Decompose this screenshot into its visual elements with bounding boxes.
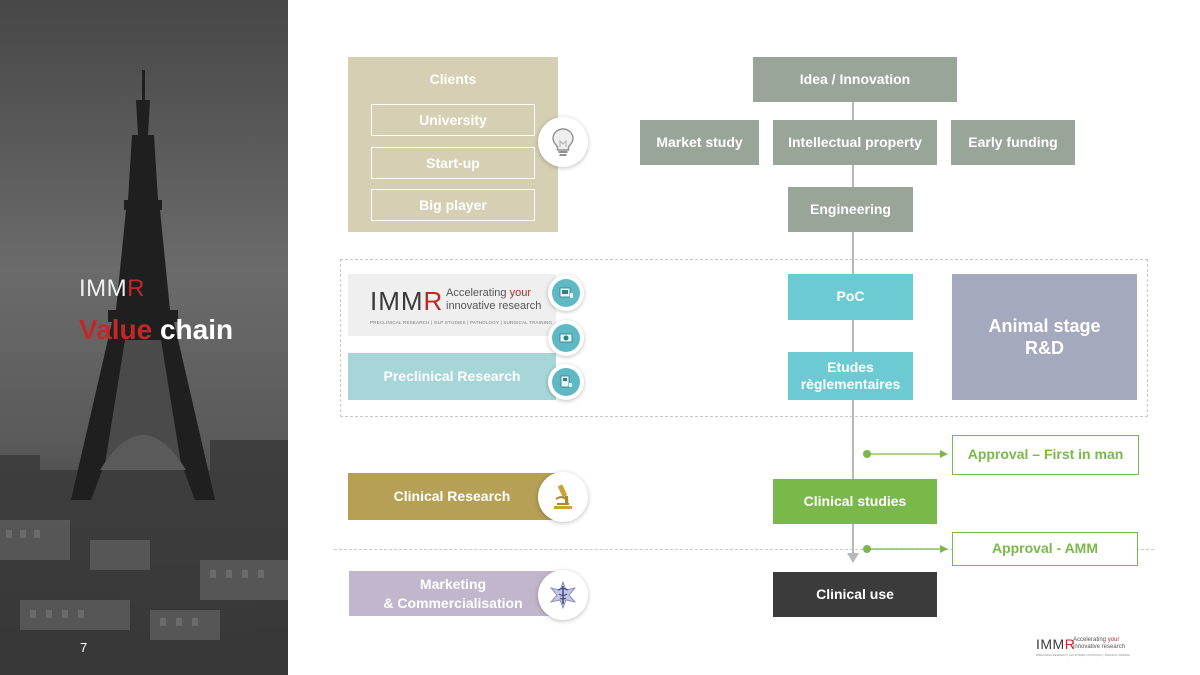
- approval-amm-box: Approval - AMM: [952, 532, 1138, 566]
- brand-title: IMMR: [79, 275, 145, 302]
- marketing-bar: Marketing & Commercialisation: [349, 571, 557, 616]
- approval-first-in-man-box: Approval – First in man: [952, 435, 1139, 475]
- caduceus-icon: [538, 570, 588, 620]
- photo-panel: IMMR Value chain 7: [0, 0, 288, 675]
- approval-first-arrowhead: [940, 450, 948, 458]
- clients-title: Clients: [429, 71, 477, 87]
- client-item-big-player: Big player: [371, 189, 535, 221]
- market-study-box: Market study: [640, 120, 759, 165]
- clinical-use-box: Clinical use: [773, 572, 937, 617]
- etudes-reglementaires-box: Etudes règlementaires: [788, 352, 913, 400]
- etudes-line-2: règlementaires: [800, 376, 901, 392]
- etudes-line-1: Etudes: [827, 358, 874, 375]
- animal-line-2: R&D: [1025, 338, 1064, 358]
- client-item-university: University: [371, 104, 535, 136]
- lab-equipment-icon: [548, 275, 584, 311]
- animal-stage-box: Animal stage R&D: [952, 274, 1137, 400]
- engineering-box: Engineering: [788, 187, 913, 232]
- microscope-icon: [538, 472, 588, 522]
- footer-logo-footer: PRECLINICAL RESEARCH | GLP STUDIES | PAT…: [1036, 654, 1130, 657]
- footer-logo-tagline: Accelerating your innovative research: [1073, 637, 1126, 650]
- lightbulb-icon: [538, 117, 588, 167]
- clients-panel: Clients University Start-up Big player: [348, 57, 558, 232]
- preclinical-zone-outline: [340, 259, 1148, 417]
- clinical-research-bar: Clinical Research: [348, 473, 556, 520]
- page-number: 7: [80, 640, 88, 655]
- client-item-startup: Start-up: [371, 147, 535, 179]
- immr-logo: IMMR Accelerating your innovative resear…: [348, 274, 556, 336]
- clinical-studies-box: Clinical studies: [773, 479, 937, 524]
- intellectual-property-box: Intellectual property: [773, 120, 937, 165]
- lab-equipment-icon-3: [548, 364, 584, 400]
- approval-divider-line: [334, 549, 1154, 550]
- main-flow-arrowhead: [847, 553, 859, 563]
- approval-amm-arrowhead: [940, 545, 948, 553]
- paris-skyline-image: [0, 0, 288, 675]
- logo-tagline: Accelerating your innovative research: [446, 287, 542, 312]
- poc-box: PoC: [788, 274, 913, 320]
- footer-logo-wordmark: IMMR: [1036, 636, 1076, 652]
- early-funding-box: Early funding: [951, 120, 1075, 165]
- footer-logo: IMMR Accelerating your innovative resear…: [1036, 636, 1136, 662]
- logo-footer: PRECLINICAL RESEARCH | GLP STUDIES | PAT…: [370, 320, 553, 325]
- lab-equipment-icon-2: [548, 320, 584, 356]
- brand-subtitle: Value chain: [79, 314, 234, 345]
- preclinical-research-bar: Preclinical Research: [348, 353, 556, 400]
- logo-wordmark: IMMR: [370, 286, 444, 316]
- idea-innovation-box: Idea / Innovation: [753, 57, 957, 102]
- animal-line-1: Animal stage: [988, 315, 1101, 336]
